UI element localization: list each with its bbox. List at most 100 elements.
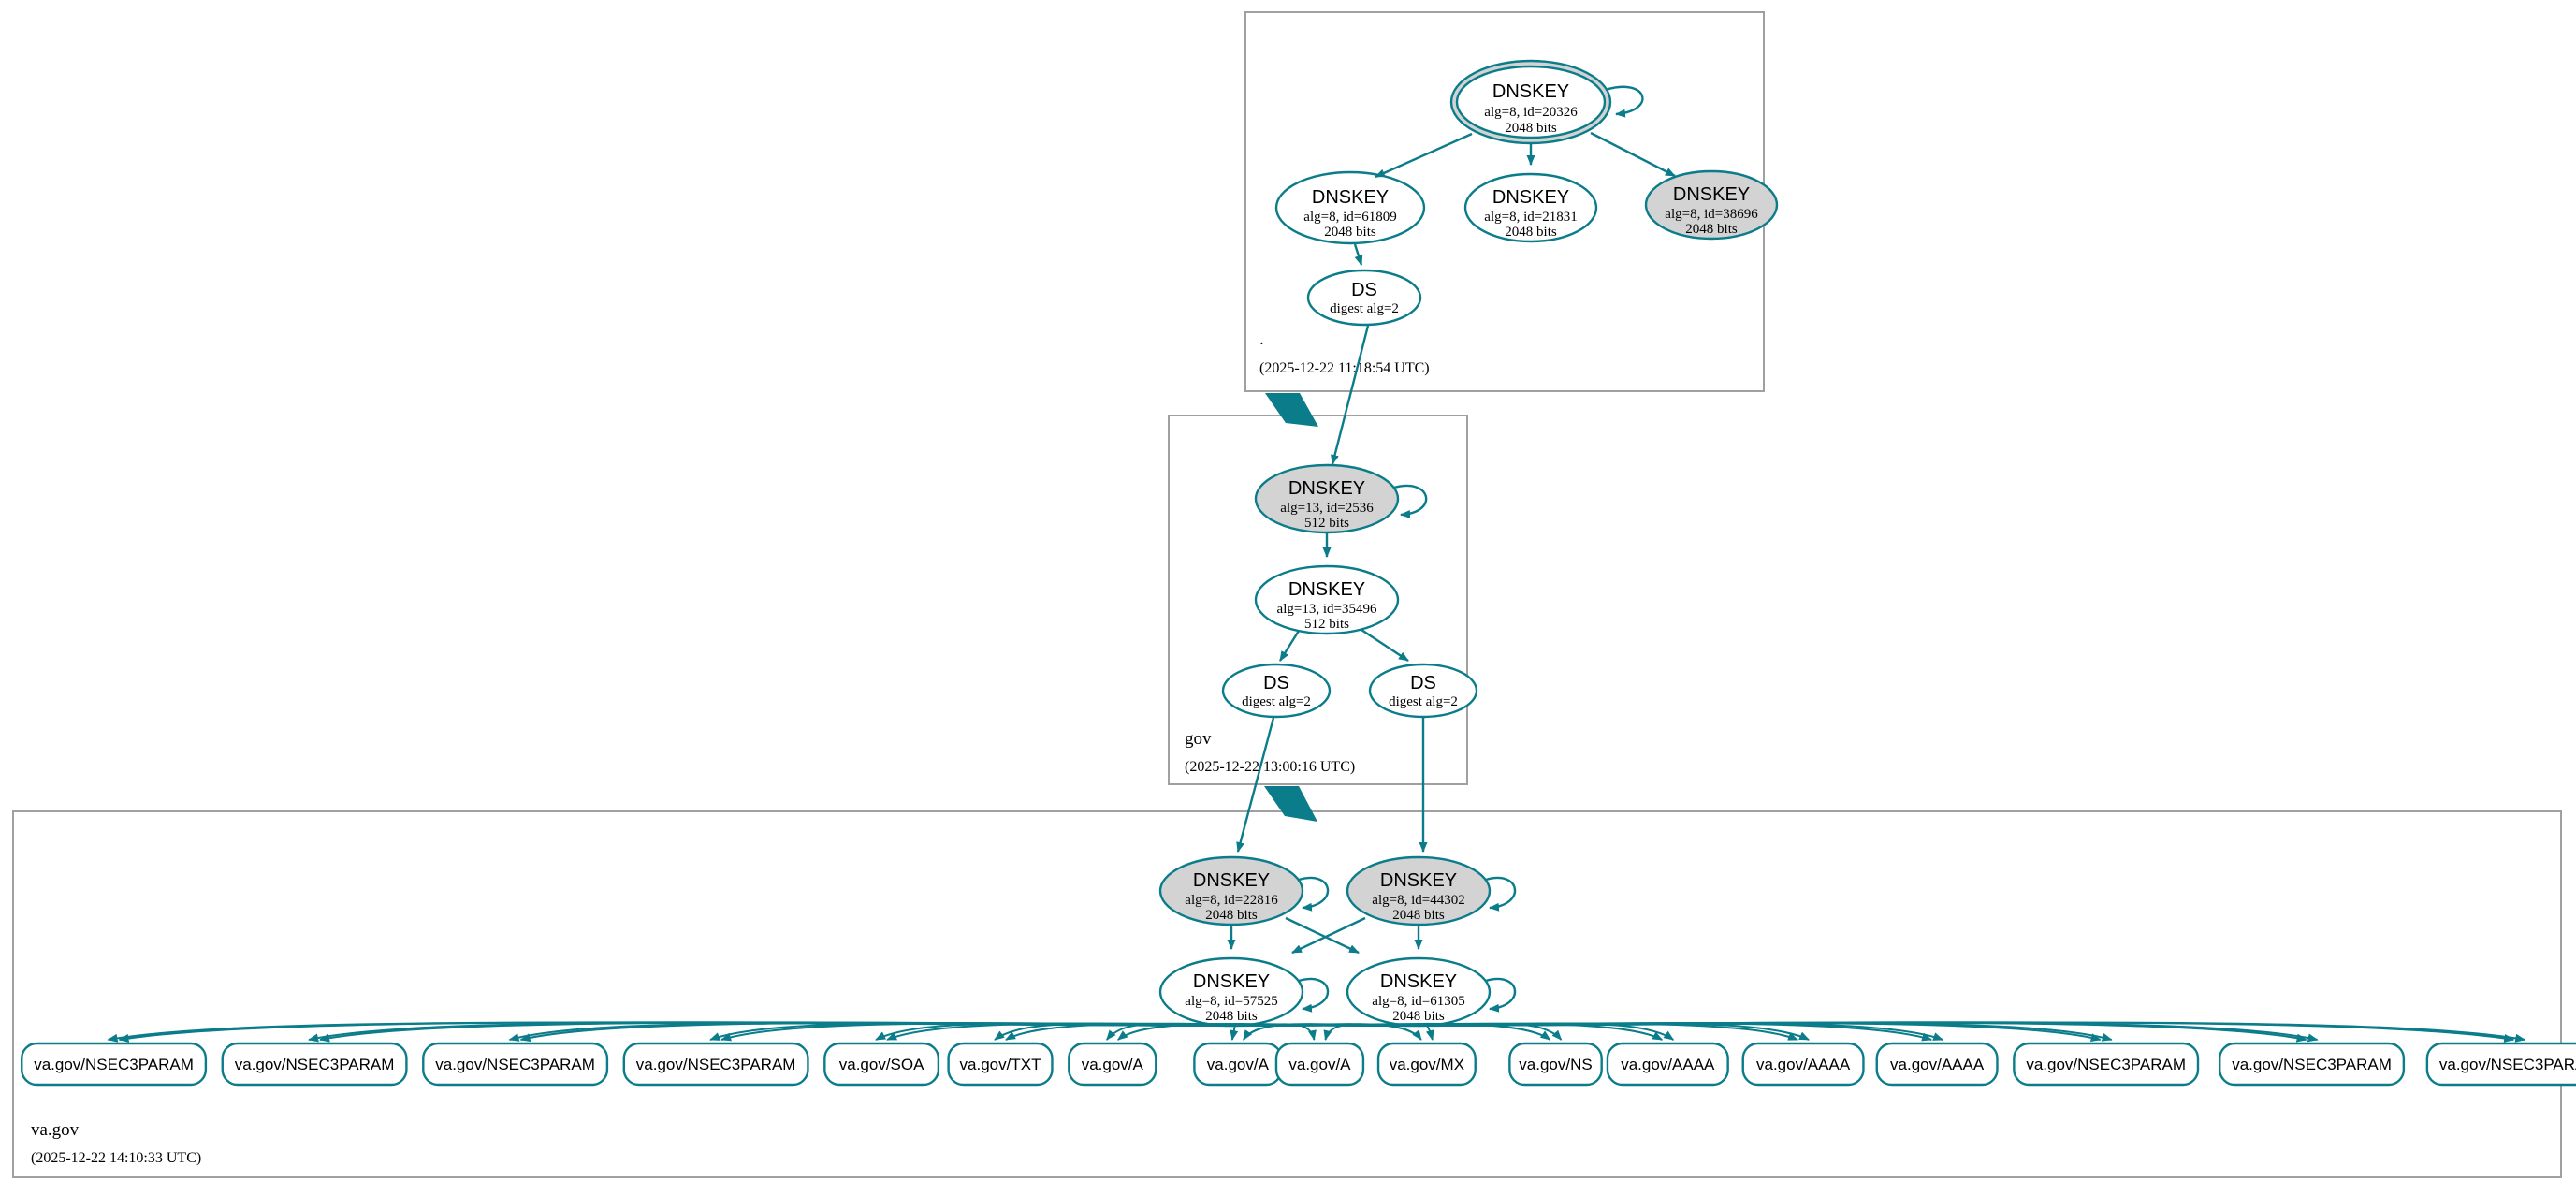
node-label-params: alg=8, id=44302	[1372, 893, 1464, 908]
node-root-zsk-61809: DNSKEY alg=8, id=61809 2048 bits	[1274, 170, 1426, 245]
rrset-label: va.gov/NSEC3PARAM	[636, 1056, 796, 1073]
node-root-ksk-20326: DNSKEY alg=8, id=20326 2048 bits	[1449, 59, 1644, 145]
node-vagov-ksk-44302: DNSKEY alg=8, id=44302 2048 bits	[1346, 855, 1517, 926]
node-label-type: DNSKEY	[1492, 187, 1569, 208]
edge-gov-zsk-to-ds-left	[1278, 630, 1301, 662]
node-label-params: digest alg=2	[1330, 301, 1399, 316]
node-label-size: 2048 bits	[1392, 908, 1445, 923]
rrset-label: va.gov/A	[1288, 1056, 1351, 1073]
node-label-type: DNSKEY	[1312, 187, 1389, 208]
zone-name-gov: gov	[1185, 729, 1212, 749]
rrset-nodes: va.gov/NSEC3PARAM va.gov/NSEC3PARAM va.gov…	[21, 1042, 2576, 1087]
rrset-label: va.gov/NSEC3PARAM	[2026, 1056, 2186, 1073]
rrset-label: va.gov/NSEC3PARAM	[34, 1056, 194, 1073]
node-label-type: DNSKEY	[1380, 971, 1457, 992]
rrset-box[interactable]	[1508, 1042, 1603, 1087]
node-vagov-zsk-61305: DNSKEY alg=8, id=61305 2048 bits	[1346, 956, 1517, 1028]
node-label-params: alg=8, id=38696	[1665, 207, 1758, 222]
rrset-label: va.gov/A	[1082, 1056, 1144, 1073]
rrset-label: va.gov/NSEC3PARAM	[2232, 1056, 2392, 1073]
node-label-params: alg=13, id=2536	[1280, 501, 1374, 516]
edge-zsk-to-rrset	[1106, 1023, 1232, 1041]
rrset-node[interactable]: va.gov/NS	[1508, 1042, 1603, 1087]
node-label-params: alg=8, id=21831	[1484, 210, 1577, 225]
rrset-label: va.gov/SOA	[839, 1056, 924, 1073]
rrset-node[interactable]: va.gov/A	[1193, 1042, 1283, 1087]
node-gov-ds-left: DS digest alg=2	[1221, 663, 1332, 719]
zone-box-gov	[1168, 415, 1468, 785]
rrset-node[interactable]: va.gov/A	[1274, 1042, 1365, 1087]
edge-root-61809-to-ds	[1353, 243, 1363, 266]
node-label-params: alg=13, id=35496	[1277, 602, 1377, 617]
rrset-node[interactable]: va.gov/NSEC3PARAM	[2013, 1042, 2200, 1087]
zone-name-vagov: va.gov	[31, 1120, 80, 1140]
node-root-ds: DS digest alg=2	[1306, 269, 1422, 327]
rrset-label: va.gov/AAAA	[1621, 1056, 1715, 1073]
node-label-size: 2048 bits	[1685, 222, 1738, 237]
rrset-box[interactable]	[2219, 1042, 2406, 1087]
rrset-node[interactable]: va.gov/TXT	[947, 1042, 1054, 1087]
node-label-params: alg=8, id=57525	[1185, 994, 1277, 1009]
node-label-size: 2048 bits	[1392, 1009, 1445, 1024]
rrset-node[interactable]: va.gov/AAAA	[1875, 1042, 1999, 1087]
rrset-box[interactable]	[1068, 1042, 1157, 1087]
rrset-box[interactable]	[622, 1042, 809, 1087]
rrset-node[interactable]: va.gov/AAAA	[1741, 1042, 1865, 1087]
rrset-node[interactable]: va.gov/NSEC3PARAM	[21, 1042, 208, 1087]
rrset-box[interactable]	[221, 1042, 408, 1087]
rrset-box[interactable]	[2013, 1042, 2200, 1087]
rrset-box[interactable]	[422, 1042, 609, 1087]
node-label-params: digest alg=2	[1389, 694, 1458, 709]
node-label-type: DS	[1351, 280, 1377, 300]
rrset-label: va.gov/NSEC3PARAM	[235, 1056, 395, 1073]
zone-timestamp-gov: (2025-12-22 13:00:16 UTC)	[1185, 759, 1355, 775]
rrset-signature-edges	[107, 1021, 2526, 1043]
node-label-size: 2048 bits	[1324, 225, 1376, 240]
rrset-node[interactable]: va.gov/NSEC3PARAM	[221, 1042, 408, 1087]
node-vagov-ksk-22816: DNSKEY alg=8, id=22816 2048 bits	[1158, 855, 1330, 926]
rrset-box[interactable]	[1606, 1042, 1729, 1087]
edge-gov-zsk-to-ds-right	[1361, 628, 1409, 663]
delegation-arrow-gov-to-vagov	[1264, 786, 1317, 822]
rrset-box[interactable]	[1274, 1042, 1365, 1087]
rrset-node[interactable]: va.gov/NSEC3PARAM	[2219, 1042, 2406, 1087]
edge-44302-to-57525	[1291, 916, 1366, 955]
node-label-type: DNSKEY	[1193, 870, 1270, 891]
rrset-label: va.gov/AAAA	[1756, 1056, 1851, 1073]
node-label-type: DNSKEY	[1288, 478, 1365, 499]
node-root-zsk-38696: DNSKEY alg=8, id=38696 2048 bits	[1644, 169, 1779, 241]
zone-timestamp-vagov: (2025-12-22 14:10:33 UTC)	[31, 1150, 201, 1166]
rrset-box[interactable]	[1741, 1042, 1865, 1087]
rrset-node[interactable]: va.gov/MX	[1376, 1042, 1477, 1087]
rrset-box[interactable]	[2425, 1042, 2576, 1087]
node-label-type: DS	[1410, 673, 1436, 693]
rrset-label: va.gov/NSEC3PARAM	[435, 1056, 595, 1073]
node-label-size: 512 bits	[1304, 617, 1349, 632]
rrset-node[interactable]: va.gov/SOA	[823, 1042, 940, 1087]
rrset-label: va.gov/MX	[1390, 1056, 1464, 1073]
self-loop-vagov-zsk-57525	[1298, 977, 1330, 1013]
rrset-box[interactable]	[947, 1042, 1054, 1087]
rrset-node[interactable]: va.gov/NSEC3PARAM	[422, 1042, 609, 1087]
node-label-type: DNSKEY	[1380, 870, 1457, 891]
rrset-box[interactable]	[1875, 1042, 1999, 1087]
edge-root-ksk-to-61809	[1375, 132, 1473, 179]
self-loop-vagov-ksk-44302	[1485, 876, 1517, 912]
node-label-size: 512 bits	[1304, 516, 1349, 531]
rrset-box[interactable]	[21, 1042, 208, 1087]
rrset-node[interactable]: va.gov/NSEC3PARAM	[622, 1042, 809, 1087]
rrset-node[interactable]: va.gov/AAAA	[1606, 1042, 1729, 1087]
self-loop-root-ksk	[1605, 85, 1644, 118]
rrset-node[interactable]: va.gov/NSEC3PARAM	[2425, 1042, 2576, 1087]
rrset-node[interactable]: va.gov/A	[1068, 1042, 1157, 1087]
edge-root-ds-to-gov-ksk	[1331, 325, 1370, 465]
node-vagov-zsk-57525: DNSKEY alg=8, id=57525 2048 bits	[1158, 956, 1330, 1028]
rrset-label: va.gov/NSEC3PARAM	[2439, 1056, 2576, 1073]
rrset-box[interactable]	[823, 1042, 940, 1087]
rrset-label: va.gov/A	[1207, 1056, 1270, 1073]
node-gov-ksk-2536: DNSKEY alg=13, id=2536 512 bits	[1254, 463, 1428, 534]
rrset-box[interactable]	[1376, 1042, 1477, 1087]
node-label-params: alg=8, id=20326	[1484, 105, 1578, 120]
